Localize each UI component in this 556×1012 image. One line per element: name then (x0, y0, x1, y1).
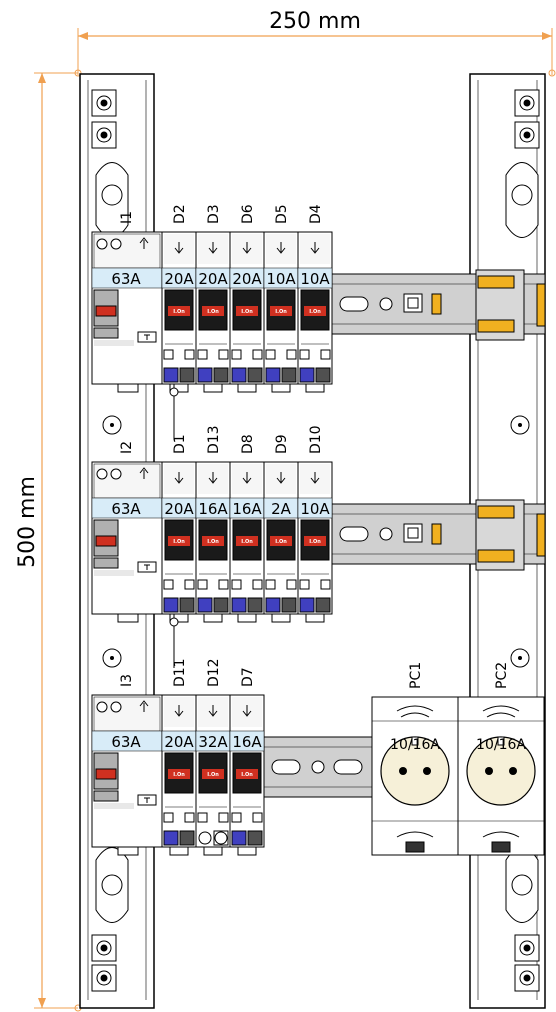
breaker-id: D4 (308, 204, 324, 224)
socket-outlets: 10/16A PC1 10/16A PC2 (371, 662, 545, 856)
breaker-marking: I.On (173, 772, 185, 778)
circuit-breaker: 2A I.On (263, 461, 299, 623)
socket-outlet: 10/16A (371, 696, 459, 856)
main-switch: 63A (91, 461, 163, 623)
socket-rating: 10/16A (390, 737, 440, 753)
circuit-breaker: 20A I.On (161, 461, 197, 623)
breaker-rating: 16A (198, 500, 228, 518)
breaker-rating: 20A (164, 270, 194, 288)
circuit-breaker: 10A I.On (297, 231, 333, 393)
breaker-id: D10 (308, 425, 324, 454)
breaker-marking: I.On (275, 309, 287, 315)
circuit-breaker: 16A I.On (229, 694, 265, 856)
breaker-marking: I.On (207, 772, 219, 778)
circuit-breaker: 20A I.On (195, 231, 231, 393)
breaker-marking: I.On (275, 539, 287, 545)
main-switch: 63A (91, 694, 163, 856)
breaker-rating: 10A (266, 270, 296, 288)
breaker-id: D11 (172, 658, 188, 687)
breaker-rating: 20A (164, 733, 194, 751)
height-dimension: 500 mm (15, 72, 82, 1012)
breaker-id: D7 (240, 667, 256, 687)
breaker-marking: I.On (207, 539, 219, 545)
breaker-id: D1 (172, 434, 188, 454)
breaker-id: D13 (206, 425, 222, 454)
circuit-breaker: 16A I.On (195, 461, 231, 623)
breaker-row: 63A I2 20A I.On D1 16A I.On D13 16A I.On D8 2A I.On D… (91, 425, 546, 668)
main-switch-id: I1 (119, 211, 135, 224)
din-rail (331, 269, 546, 341)
breaker-marking: I.On (241, 309, 253, 315)
socket-rating: 10/16A (476, 737, 526, 753)
main-switch-rating: 63A (111, 733, 141, 751)
circuit-breaker: 10A I.On (263, 231, 299, 393)
width-label: 250 mm (269, 9, 361, 34)
circuit-breaker: 20A I.On (161, 231, 197, 393)
breaker-rating: 32A (198, 733, 228, 751)
breaker-row: 63A I3 20A I.On D11 32A I.On D12 16A I.On D7 (91, 658, 373, 856)
socket-id: PC2 (494, 662, 510, 689)
breaker-id: D2 (172, 204, 188, 224)
breaker-rating: 16A (232, 500, 262, 518)
width-dimension: 250 mm (74, 9, 556, 77)
breaker-marking: I.On (241, 539, 253, 545)
breaker-marking: I.On (241, 772, 253, 778)
breaker-rating: 16A (232, 733, 262, 751)
main-switch-rating: 63A (111, 500, 141, 518)
main-switch-rating: 63A (111, 270, 141, 288)
socket-id: PC1 (408, 662, 424, 689)
circuit-breaker: 16A I.On (229, 461, 265, 623)
breaker-marking: I.On (309, 309, 321, 315)
breaker-id: D5 (274, 204, 290, 224)
height-label: 500 mm (15, 476, 40, 568)
breaker-marking: I.On (173, 539, 185, 545)
circuit-breaker: 20A I.On (161, 694, 197, 856)
breaker-rating: 20A (164, 500, 194, 518)
socket-outlet: 10/16A (457, 696, 545, 856)
circuit-breaker: 10A I.On (297, 461, 333, 623)
circuit-breaker: 32A I.On (195, 694, 231, 856)
breaker-id: D3 (206, 204, 222, 224)
breaker-rating: 2A (271, 500, 292, 518)
main-switch-id: I3 (119, 674, 135, 687)
circuit-breaker: 20A I.On (229, 231, 265, 393)
breaker-rows: 63AI120AI.OnD220AI.OnD320AI.OnD610AI.OnD… (91, 204, 546, 856)
breaker-marking: I.On (173, 309, 185, 315)
breaker-marking: I.On (309, 539, 321, 545)
din-rail (331, 499, 546, 571)
breaker-id: D9 (274, 434, 290, 454)
main-switch-id: I2 (119, 441, 135, 454)
breaker-rating: 10A (300, 270, 330, 288)
main-switch: 63A (91, 231, 163, 393)
breaker-row: 63A I1 20A I.On D2 20A I.On D3 20A I.On D6 10A I.On D… (91, 204, 546, 438)
breaker-id: D6 (240, 204, 256, 224)
din-rail (263, 736, 373, 798)
breaker-rating: 10A (300, 500, 330, 518)
breaker-rating: 20A (232, 270, 262, 288)
breaker-id: D12 (206, 658, 222, 687)
breaker-marking: I.On (207, 309, 219, 315)
breaker-rating: 20A (198, 270, 228, 288)
breaker-id: D8 (240, 434, 256, 454)
